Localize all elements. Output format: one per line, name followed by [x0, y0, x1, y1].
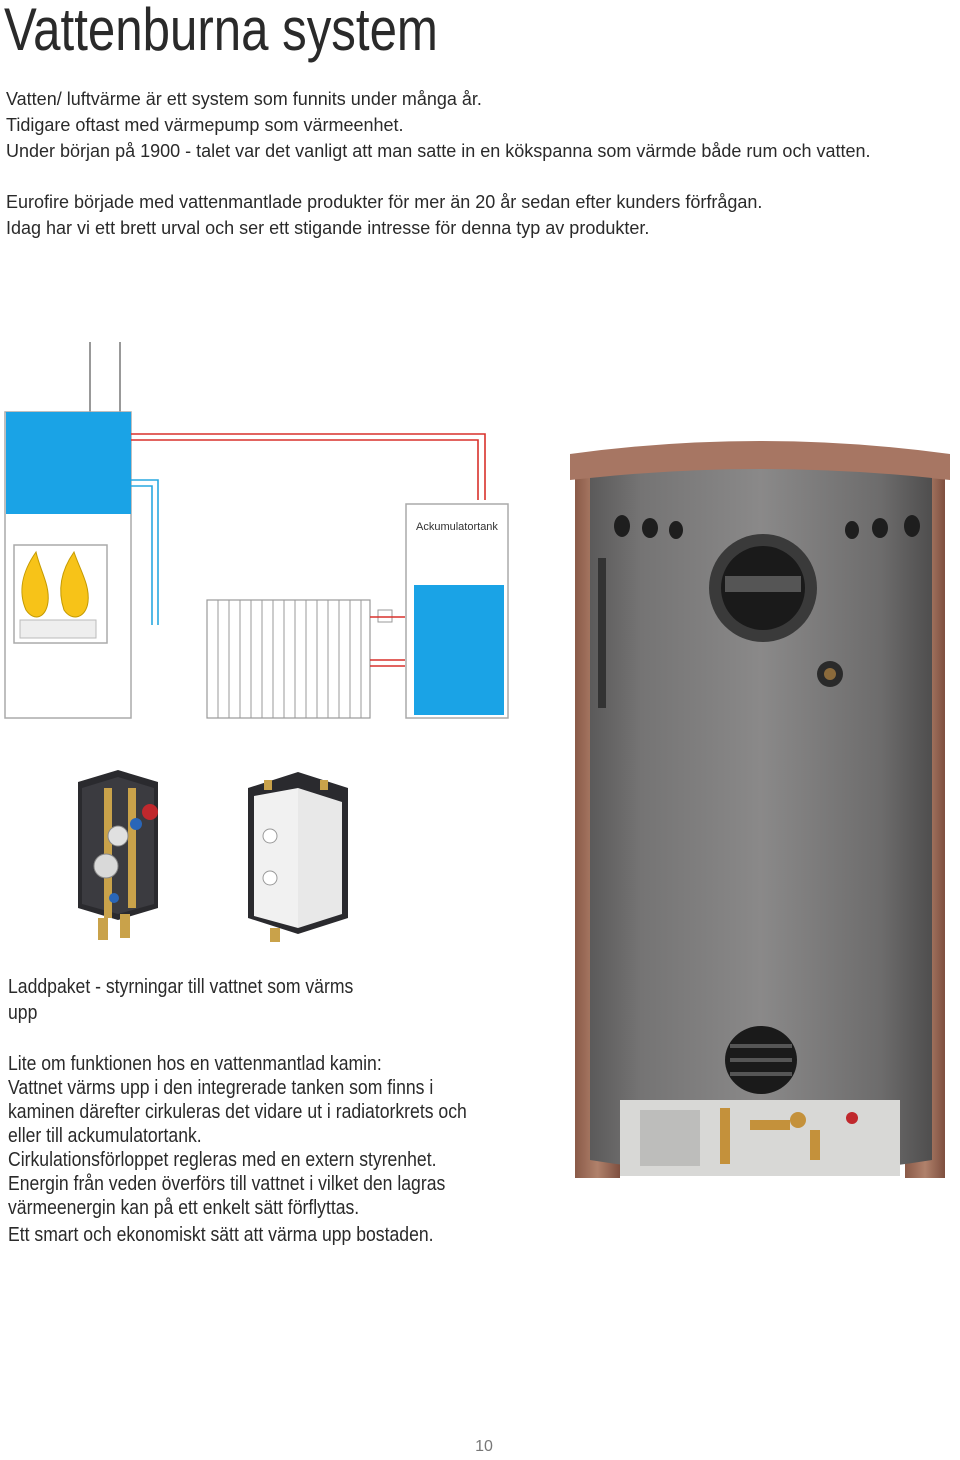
intro-line: Tidigare oftast med värmepump som värmee… — [6, 115, 404, 135]
radiator — [206, 599, 371, 719]
tank-water — [414, 585, 504, 715]
hot-water-pipe — [131, 433, 486, 500]
brass-valves — [720, 1108, 820, 1164]
intro-line: Eurofire började med vattenmantlade prod… — [6, 192, 763, 212]
description-line: Energin från veden överförs till vattnet… — [8, 1173, 446, 1195]
description-line: Vattnet värms upp i den integrerade tank… — [8, 1077, 434, 1099]
description-line: Lite om funktionen hos en vattenmantlad … — [8, 1053, 382, 1075]
intro-text: Vatten/ luftvärme är ett system som funn… — [6, 86, 871, 241]
grate — [19, 619, 97, 639]
open-charging-unit — [78, 770, 158, 940]
caption-line: Laddpaket - styrningar till vattnet som … — [8, 976, 354, 998]
intro-line: Idag har vi ett brett urval och ser ett … — [6, 218, 650, 238]
stone-top — [570, 441, 950, 480]
page-number: 10 — [475, 1438, 493, 1455]
function-description: Lite om funktionen hos en vattenmantlad … — [8, 1052, 467, 1247]
vent-holes — [614, 515, 920, 539]
steel-body — [590, 469, 932, 1174]
water-jacketed-stove-image — [570, 441, 950, 1178]
closed-charging-unit — [248, 772, 348, 942]
hot-water-pipe — [131, 439, 479, 500]
flame-icon — [21, 550, 49, 618]
description-line: Cirkulationsförloppet regleras med en ex… — [8, 1149, 437, 1171]
valve-icon — [377, 609, 393, 623]
description-line: eller till ackumulatortank. — [8, 1125, 202, 1147]
cold-water-pipe — [131, 479, 159, 625]
cold-water-pipe — [131, 485, 153, 625]
closing-line: Ett smart och ekonomiskt sätt att värma … — [8, 1224, 434, 1246]
charging-packages-image — [78, 770, 348, 942]
flue-outlet — [709, 534, 817, 642]
packages-caption: Laddpaket - styrningar till vattnet som … — [8, 974, 353, 1026]
page-title: Vattenburna system — [4, 0, 438, 63]
caption-line: upp — [8, 1002, 38, 1024]
heating-system-diagram: Ackumulatortank — [4, 342, 509, 719]
flame-icon — [60, 550, 89, 618]
red-valve-cap — [846, 1112, 858, 1124]
intro-line: Under början på 1900 - talet var det van… — [6, 141, 871, 161]
description-line: värmeenergin kan på ett enkelt sätt förf… — [8, 1197, 360, 1219]
description-line: kaminen därefter cirkuleras det vidare u… — [8, 1101, 467, 1123]
tank-label: Ackumulatortank — [416, 521, 498, 533]
door-handle — [598, 558, 606, 708]
stove-water-jacket — [6, 412, 131, 514]
intro-line: Vatten/ luftvärme är ett system som funn… — [6, 89, 482, 109]
